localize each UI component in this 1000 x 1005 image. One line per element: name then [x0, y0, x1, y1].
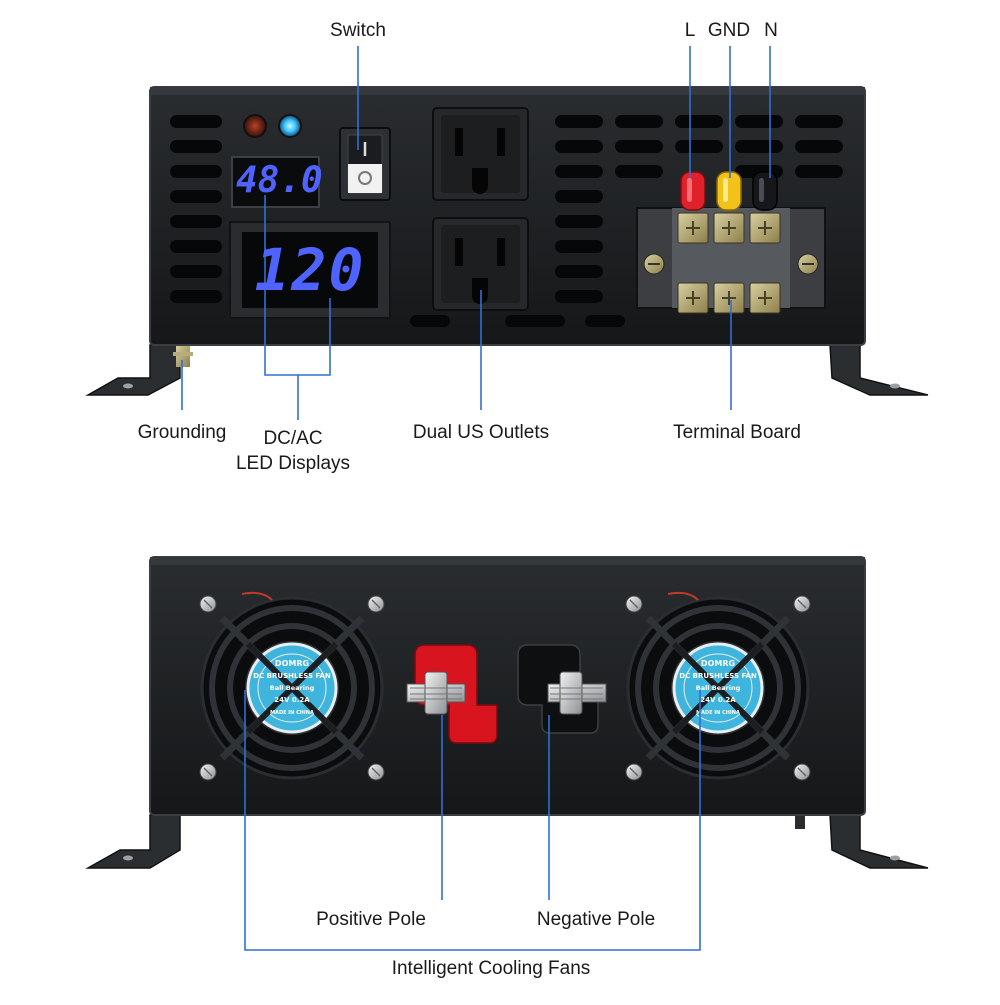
live-wire-terminal	[680, 171, 706, 211]
displays-label-line2: LED Displays	[235, 453, 351, 474]
dc-voltage-display	[231, 156, 320, 208]
ground-label: GND	[707, 20, 751, 41]
live-label: L	[684, 20, 696, 41]
cooling-fan-right: DOMRG DC BRUSHLESS FAN Ball Bearing 24V 0.2…	[625, 591, 811, 781]
us-outlet-bottom	[432, 217, 529, 311]
grounding-label: Grounding	[137, 422, 227, 443]
displays-label-line1: DC/AC	[263, 428, 323, 449]
cooling-fans-label: Intelligent Cooling Fans	[391, 958, 591, 979]
rear-mounting-foot-right	[829, 814, 929, 869]
fan-sticker-text: MADE IN CHINA	[270, 710, 314, 716]
fan-sticker-text: DC BRUSHLESS FAN	[679, 672, 757, 680]
fan-sticker-text: 24V 0.2A	[274, 696, 310, 704]
fan-sticker-text: MADE IN CHINA	[696, 710, 740, 716]
fan-sticker-text: DOMRG	[701, 659, 735, 668]
grounding-screw	[173, 345, 193, 367]
callout-fans	[244, 690, 701, 951]
negative-pole-label: Negative Pole	[536, 909, 656, 930]
rear-view: DOMRG DC BRUSHLESS FAN Ball Bearing 24V 0.2…	[85, 556, 929, 869]
positive-battery-pole	[406, 644, 498, 744]
ac-display-readout: 120	[254, 236, 366, 304]
fan-sticker-text: DC BRUSHLESS FAN	[253, 672, 331, 680]
neutral-wire-terminal	[752, 171, 778, 211]
callout-lines	[181, 46, 771, 951]
terminal-board-label: Terminal Board	[673, 422, 801, 443]
negative-battery-pole	[517, 644, 607, 734]
positive-pole-label: Positive Pole	[316, 909, 426, 930]
cooling-fan-left: DOMRG DC BRUSHLESS FAN Ball Bearing 24V 0.2…	[199, 591, 385, 781]
fan-sticker-text: 24V 0.2A	[700, 696, 736, 704]
us-outlet-top	[432, 107, 529, 201]
power-rocker-switch	[339, 127, 391, 201]
power-indicator-light	[278, 114, 302, 138]
fan-sticker-text: DOMRG	[275, 659, 309, 668]
front-view	[85, 86, 929, 396]
ground-wire-terminal	[716, 171, 742, 211]
neutral-label: N	[764, 20, 778, 41]
switch-label: Switch	[330, 20, 386, 41]
fan-sticker-text: Ball Bearing	[270, 684, 315, 692]
left-vent	[170, 115, 222, 303]
fan-sticker-text: Ball Bearing	[696, 684, 741, 692]
rear-mounting-foot-left	[85, 814, 181, 869]
dc-display-readout: 48.0	[236, 160, 323, 201]
mounting-foot-left	[85, 344, 181, 396]
outlets-label: Dual US Outlets	[412, 422, 550, 443]
ac-terminal-board	[636, 207, 826, 314]
right-vent	[410, 115, 843, 327]
fault-indicator-light	[243, 114, 267, 138]
mounting-foot-right	[829, 344, 929, 396]
